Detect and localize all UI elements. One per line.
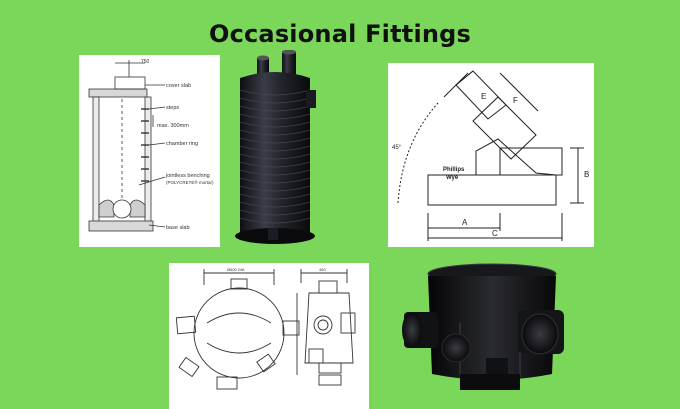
label-benching-2: (POLYCRETE® mortar) <box>166 179 214 185</box>
label-dim-width: Ø600 DIA <box>227 267 245 272</box>
page-title: Occasional Fittings <box>208 20 472 48</box>
chamber-section-svg: 750 cover slab steps max. 300mm chamber … <box>88 59 214 232</box>
label-wye: Wye <box>446 175 459 181</box>
label-chamber-ring: chamber ring <box>166 141 198 147</box>
phillips-wye-drawing: E F B A C 45° Phillips Wye <box>388 63 594 247</box>
label-b: B <box>584 170 589 179</box>
label-c: C <box>492 229 498 238</box>
label-phillips: Phillips <box>443 167 465 173</box>
phillips-wye-svg: E F B A C 45° Phillips Wye <box>392 70 589 241</box>
chamber-plan-svg: Ø600 DIA 450 <box>175 267 356 390</box>
label-steps: steps <box>166 105 179 111</box>
chamber-plan-drawing: Ø600 DIA 450 <box>169 263 369 409</box>
label-a: A <box>462 218 468 227</box>
label-dim-top: 750 <box>141 59 150 65</box>
label-max-spacing: max. 300mm <box>157 123 189 129</box>
black-tower-chamber-image <box>228 49 323 250</box>
black-inspection-chamber-base-image <box>400 262 580 402</box>
label-f: F <box>513 96 518 105</box>
label-cover-slab: cover slab <box>166 83 191 89</box>
label-angle: 45° <box>392 145 402 151</box>
label-benching-1: jointless benching <box>165 173 210 179</box>
label-e: E <box>481 92 486 101</box>
chamber-section-drawing: 750 cover slab steps max. 300mm chamber … <box>79 55 220 247</box>
label-dim-side: 450 <box>319 267 326 272</box>
label-base-slab: base slab <box>166 225 190 231</box>
